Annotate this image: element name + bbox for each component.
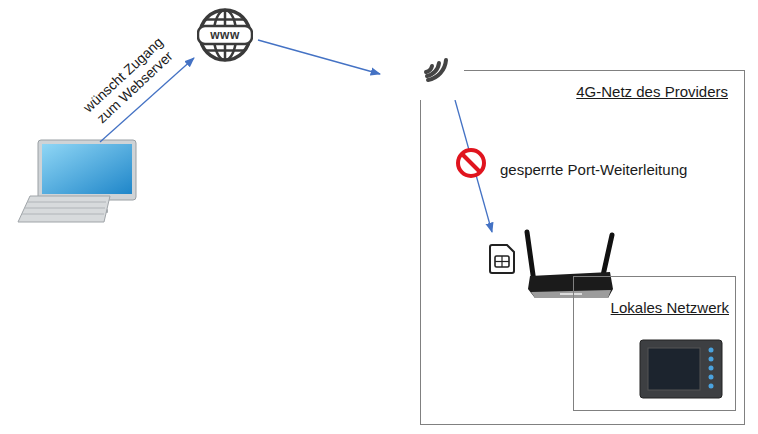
globe-text: www: [197, 27, 253, 43]
request-label: wünscht Zugang zum Webserver: [72, 26, 186, 136]
forward-arrow: [455, 100, 492, 232]
blocked-sign: [458, 150, 484, 176]
region-heading: Lokales Netzwerk: [611, 299, 729, 316]
provider-network-box: 4G-Netz des ProvidersLokales Netzwerk: [420, 70, 745, 425]
sim-card-icon: [490, 245, 514, 273]
router-icon: [527, 232, 613, 298]
internet-arrow: [258, 40, 380, 74]
region-heading: 4G-Netz des Providers: [576, 83, 728, 100]
blocked-port-label: gesperrte Port-Weiterleitung: [500, 161, 687, 178]
hmi-panel-icon: [640, 340, 722, 398]
computer-icon: [18, 140, 136, 222]
signal-ground: [384, 52, 464, 100]
signal-waves: [426, 60, 446, 80]
local-network-box: Lokales Netzwerk: [573, 276, 736, 411]
network-generation-label: 4G: [388, 68, 427, 97]
globe-node: www: [197, 7, 253, 63]
